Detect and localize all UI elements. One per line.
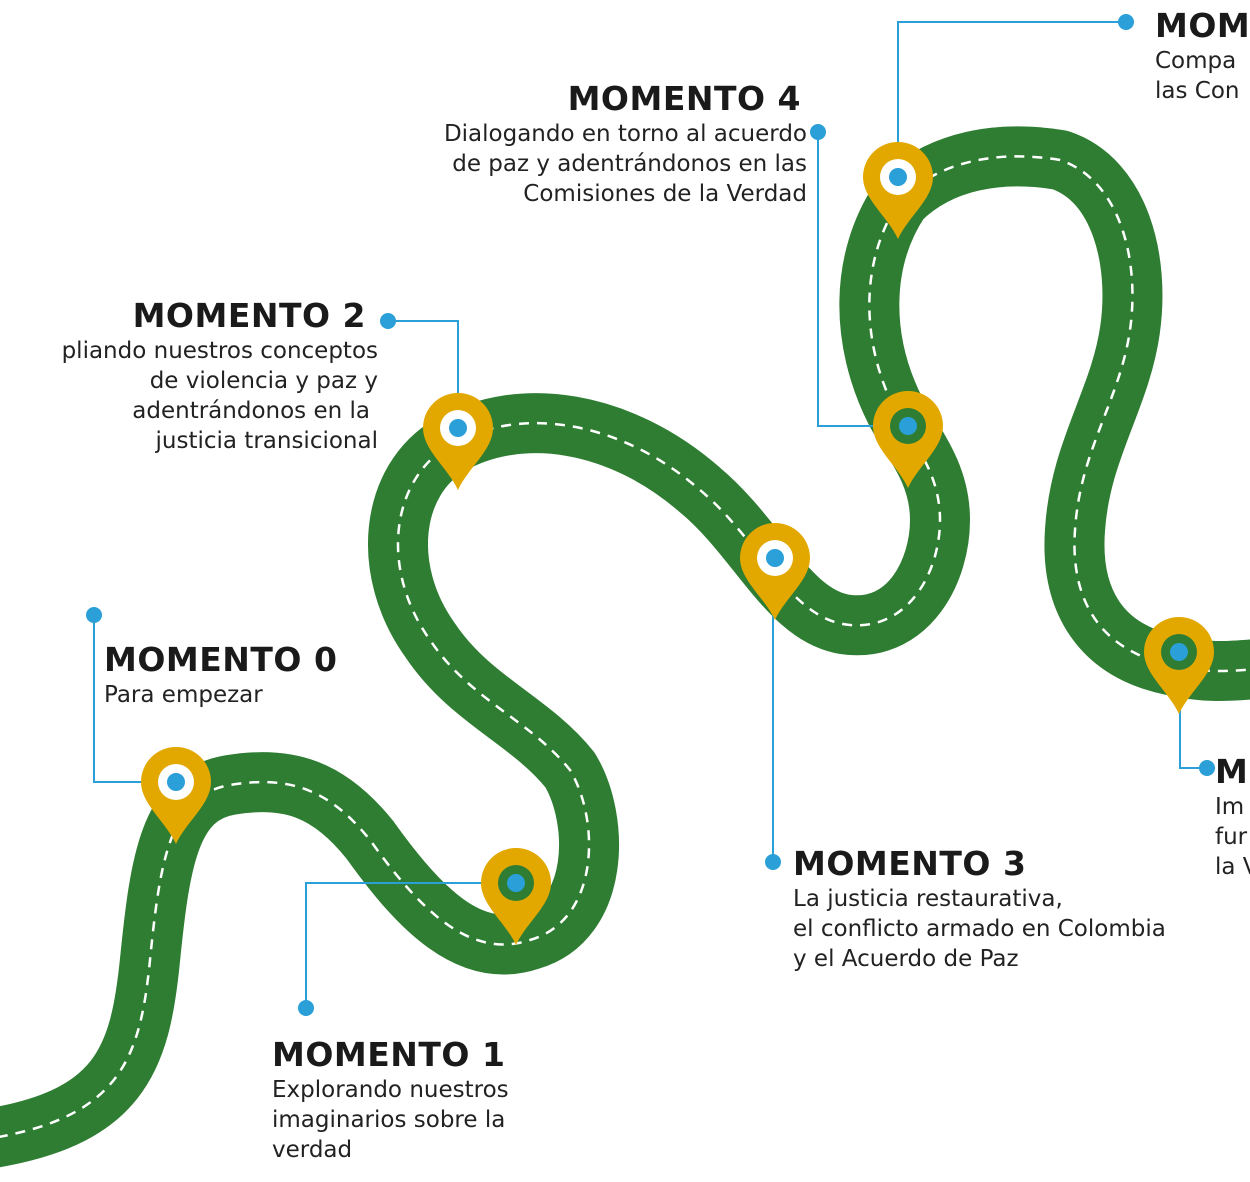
momento-6-label: M Im fur la V xyxy=(1215,752,1250,882)
connector-dot-2 xyxy=(380,313,396,329)
map-pin-icon xyxy=(141,747,211,844)
connector-dot-0 xyxy=(86,607,102,623)
momento-3-desc-line: La justicia restaurativa, xyxy=(793,886,1063,912)
connector-momento-5 xyxy=(897,21,1126,177)
connector-dot-6 xyxy=(1199,760,1215,776)
connector-momento-1 xyxy=(305,882,516,1008)
momento-2-title: MOMENTO 2 xyxy=(132,296,366,335)
momento-1-title: MOMENTO 1 xyxy=(272,1035,506,1074)
momento-3-label: MOMENTO 3 La justicia restaurativa, el c… xyxy=(793,844,1166,974)
momento-2-label: MOMENTO 2 pliando nuestros conceptos de … xyxy=(62,296,378,456)
momento-2-desc-line: de violencia y paz y xyxy=(149,368,378,394)
connector-dot-3 xyxy=(765,854,781,870)
momento-5-label: MOM Compa las Con xyxy=(1155,6,1250,106)
momento-3-title: MOMENTO 3 xyxy=(793,844,1027,883)
momento-1-desc-line: Explorando nuestros xyxy=(272,1077,509,1103)
connector-momento-2 xyxy=(388,320,459,428)
momento-0-label: MOMENTO 0 Para empezar xyxy=(104,640,337,710)
map-pin-icon xyxy=(481,848,551,945)
momento-6-title: M xyxy=(1215,752,1249,791)
momento-3-desc-line: el conflicto armado en Colombia xyxy=(793,916,1166,942)
momento-6-desc-line: fur xyxy=(1215,824,1248,850)
momento-4-title: MOMENTO 4 xyxy=(567,79,801,118)
momento-0-title: MOMENTO 0 xyxy=(104,640,338,679)
momento-4-label: MOMENTO 4 Dialogando en torno al acuerdo… xyxy=(444,79,807,209)
connector-dot-4 xyxy=(810,124,826,140)
map-pin-icon xyxy=(873,391,943,488)
connector-dot-5 xyxy=(1118,14,1134,30)
momento-1-desc-line: verdad xyxy=(272,1137,353,1163)
momento-3-desc-line: y el Acuerdo de Paz xyxy=(793,946,1019,972)
momento-6-desc-line: Im xyxy=(1215,794,1245,820)
momento-4-desc-line: Comisiones de la Verdad xyxy=(523,181,807,207)
map-pin-icon xyxy=(423,393,493,490)
momento-4-desc-line: de paz y adentrándonos en las xyxy=(452,151,807,177)
map-pin-icon xyxy=(863,142,933,239)
road-center-line xyxy=(0,155,1250,1138)
momento-6-desc-line: la V xyxy=(1215,854,1250,880)
momento-2-desc-line: pliando nuestros conceptos xyxy=(61,338,378,364)
momento-2-desc-line: justicia transicional xyxy=(155,428,379,454)
momento-1-label: MOMENTO 1 Explorando nuestros imaginario… xyxy=(272,1035,509,1165)
momento-5-desc-line: las Con xyxy=(1155,78,1240,104)
map-pin-icon xyxy=(740,523,810,620)
map-pin-icon xyxy=(1144,617,1214,714)
connector-dot-1 xyxy=(298,1000,314,1016)
momento-0-desc-line: Para empezar xyxy=(104,682,263,708)
momento-5-desc-line: Compa xyxy=(1155,48,1237,74)
momento-1-desc-line: imaginarios sobre la xyxy=(272,1107,506,1133)
momento-5-title: MOM xyxy=(1155,6,1250,45)
momento-2-desc-line: adentrándonos en la xyxy=(132,398,370,424)
momento-4-desc-line: Dialogando en torno al acuerdo xyxy=(443,121,807,147)
